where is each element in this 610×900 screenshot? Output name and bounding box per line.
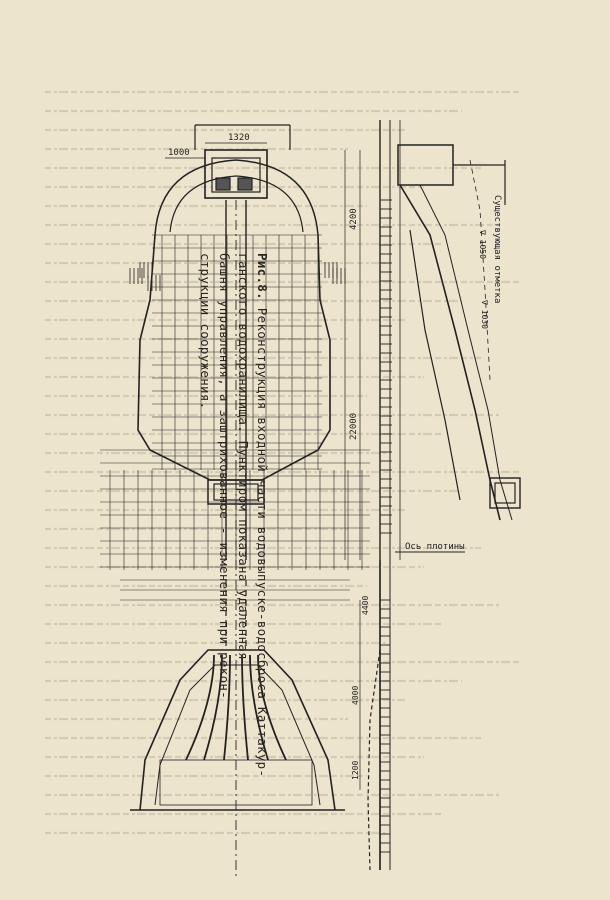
outlet-pipe xyxy=(223,654,231,761)
caption-line-1: Рис.8. Реконструкция входной части водов… xyxy=(253,253,272,777)
dim-top-width: 1320 xyxy=(228,133,250,143)
dim-left-offset: 1000 xyxy=(168,148,190,158)
dam-slope xyxy=(399,184,501,521)
plan-grid-vertical xyxy=(109,235,363,570)
outlet-pipe xyxy=(241,654,249,761)
section-view xyxy=(344,120,521,871)
outlet-pipe xyxy=(185,654,215,761)
outlet-pipe xyxy=(249,654,269,761)
section-ticks xyxy=(380,199,392,853)
annot-dam-axis: Ось плотины xyxy=(405,542,465,552)
outlet-pipes xyxy=(185,654,287,761)
caption-line-4: струкции сооружения. xyxy=(198,253,213,410)
dim-long: 22000 xyxy=(349,413,359,440)
outlet-pipe xyxy=(257,654,287,761)
section-outlet-box xyxy=(489,477,521,509)
annot-level-top: ∇ 1050 xyxy=(478,229,487,259)
caption-line-3: башня управления, а заштрихованное - изм… xyxy=(217,253,232,700)
terrain-hatch xyxy=(129,262,346,291)
caption-text-1: Реконструкция входной части водовыпуске-… xyxy=(255,307,270,778)
annot-existing-level: Существующая отметка xyxy=(492,195,502,303)
stilling-basin-outline xyxy=(139,649,336,811)
plan-grid-horizontal xyxy=(100,234,370,568)
section-tower xyxy=(397,144,454,186)
dim-lower2: 4000 xyxy=(351,686,360,705)
figure-caption: Рис.8. Реконструкция входной части водов… xyxy=(196,253,272,777)
dome-outline xyxy=(154,159,319,236)
plan-view xyxy=(100,124,370,880)
dim-mid: 4200 xyxy=(349,208,359,230)
caption-label: Рис.8. xyxy=(255,253,270,300)
dim-lower3: 1200 xyxy=(351,761,360,780)
outlet-pipe xyxy=(203,654,223,761)
dim-lower1: 4400 xyxy=(361,596,370,615)
caption-line-2: ганского водохранилища. Пунктиром показа… xyxy=(236,253,251,660)
tower-head xyxy=(204,149,268,199)
annot-level-mid: ∇ 1030 xyxy=(480,299,489,329)
